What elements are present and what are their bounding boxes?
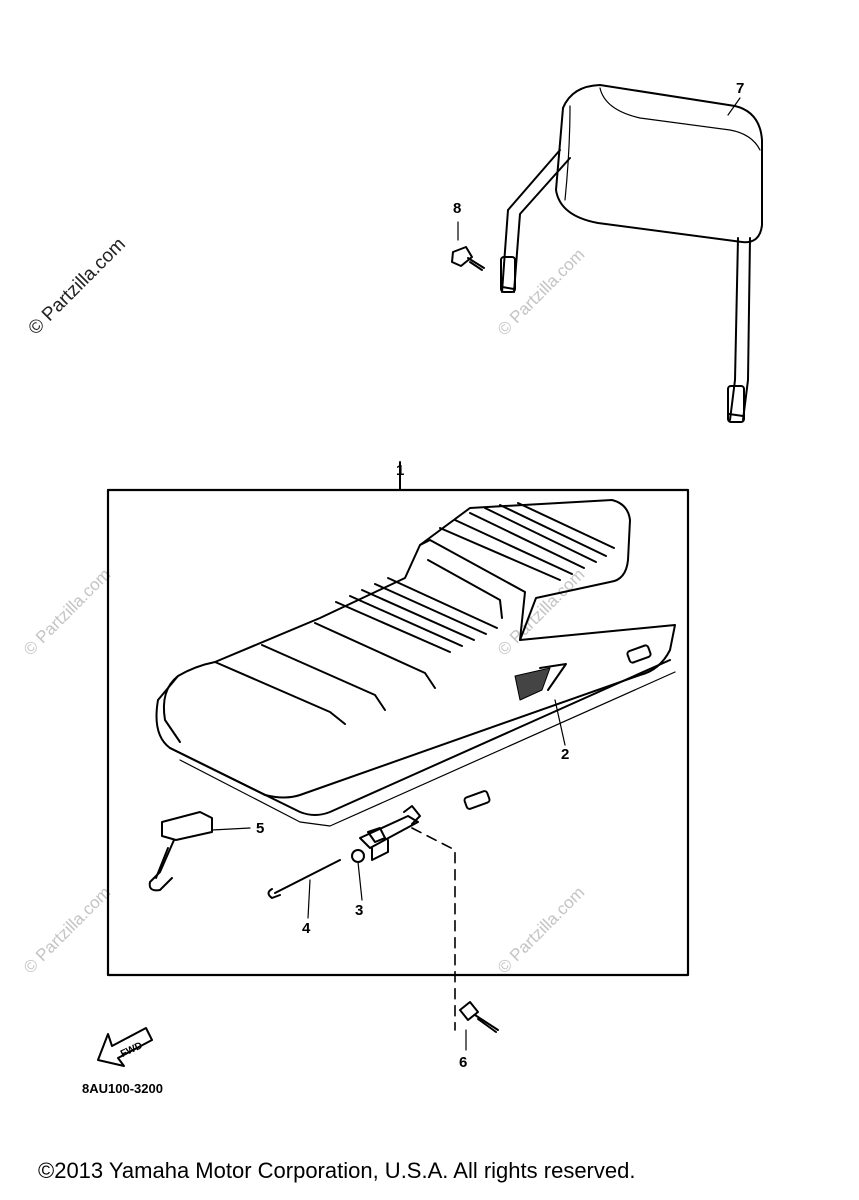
- leader-2: [554, 699, 566, 746]
- seat-drawing: [155, 499, 676, 827]
- seat-assembly-frame: [106, 461, 690, 977]
- leader-4: [307, 879, 311, 919]
- copyright-notice: ©2013 Yamaha Motor Corporation, U.S.A. A…: [38, 1158, 636, 1183]
- callout-2: 2: [561, 746, 570, 763]
- callout-7: 7: [736, 80, 745, 97]
- backrest-drawing: [500, 84, 763, 423]
- callout-1: 1: [396, 462, 405, 479]
- rod-drawing: [267, 859, 341, 899]
- leader-7: [727, 97, 741, 116]
- lock-bracket-drawing: [351, 805, 421, 863]
- callout-8: 8: [453, 200, 462, 217]
- callout-6: 6: [459, 1054, 468, 1071]
- leader-3: [357, 861, 363, 901]
- fwd-arrow-icon: [97, 1027, 153, 1067]
- diagram-code: 8AU100-3200: [82, 1081, 163, 1096]
- callout-3: 3: [355, 902, 364, 919]
- leader-lines: [211, 97, 741, 919]
- hook-drawing: [148, 811, 213, 892]
- bolt-8-drawing: [451, 221, 485, 271]
- callout-5: 5: [256, 820, 265, 837]
- bolt-6-drawing: [459, 1001, 499, 1051]
- dashed-leader: [411, 827, 456, 1031]
- leader-5: [211, 827, 251, 831]
- callout-4: 4: [302, 920, 311, 937]
